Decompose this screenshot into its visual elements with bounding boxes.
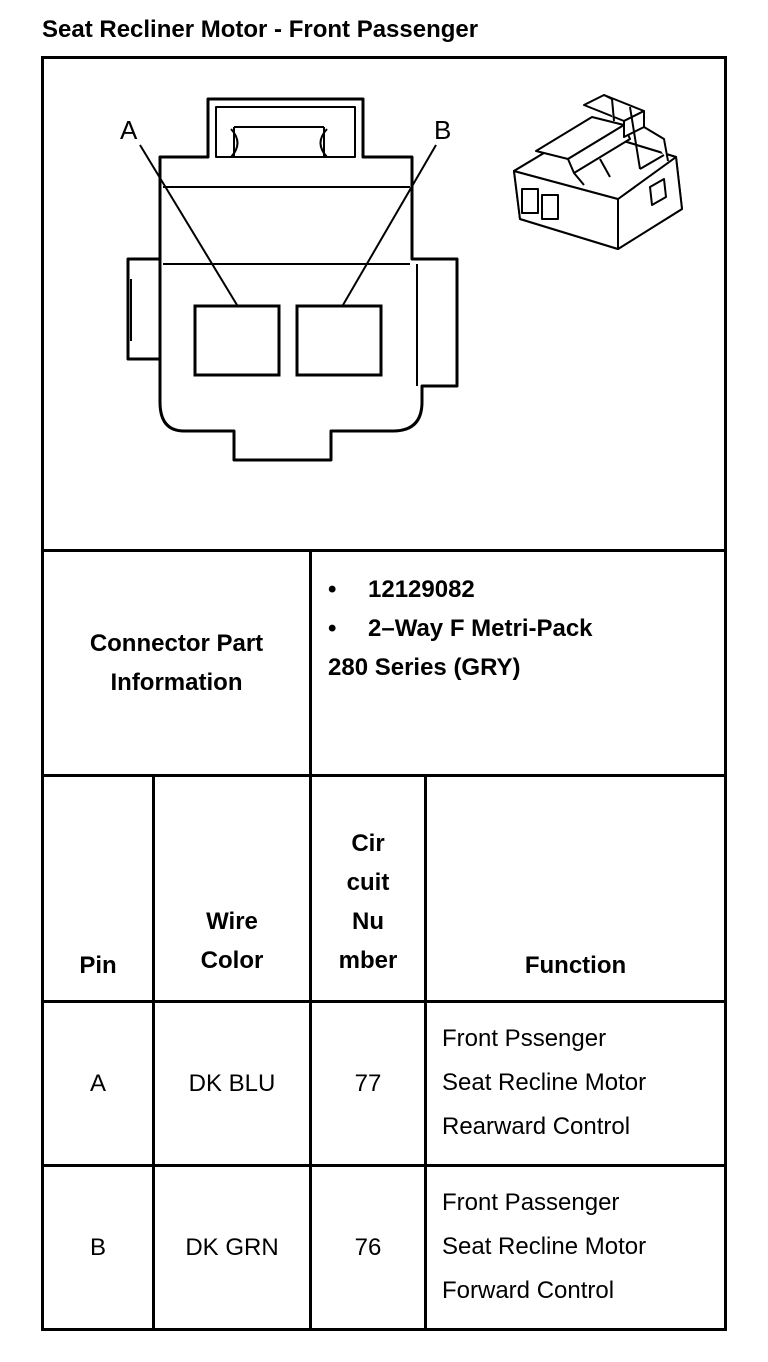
leader-line-a	[139, 144, 238, 306]
connector-info-values: •12129082 •2–Way F Metri-Pack 280 Series…	[328, 570, 593, 687]
pin-label-a: A	[120, 115, 138, 145]
table-row-b-pin: B	[89, 1233, 106, 1261]
bullet-icon: •	[328, 576, 337, 603]
bullet-item: •2–Way F Metri-Pack	[328, 609, 593, 648]
table-row-a-function: Front Pssenger Seat Recline Motor Rearwa…	[442, 1025, 647, 1140]
header-function: Function	[524, 952, 627, 979]
table-row-b-circuit: 76	[354, 1233, 382, 1261]
table-row-a-wire-color: DK BLU	[188, 1069, 276, 1097]
bullet-item: •12129082	[328, 570, 593, 609]
divider-col-wire	[152, 774, 155, 1331]
divider-diagram	[41, 549, 727, 552]
bullet-icon: •	[328, 615, 337, 642]
leader-line-b	[342, 144, 437, 306]
header-wire-color: Wire Color	[200, 908, 264, 974]
connector-diagram: A B	[120, 94, 683, 462]
table-row-b-function: Front Passenger Seat Recline Motor Forwa…	[442, 1189, 647, 1304]
bullet-continuation: 280 Series (GRY)	[328, 654, 521, 681]
divider-header	[41, 1000, 727, 1003]
page-title: Seat Recliner Motor - Front Passenger	[42, 16, 479, 43]
pin-label-b: B	[434, 115, 451, 145]
divider-col-circuit	[309, 549, 312, 1331]
divider-connector-info	[41, 774, 727, 777]
connector-table-frame	[41, 56, 727, 1331]
header-circuit-number: Cir cuit Nu mber	[338, 830, 398, 974]
connector-info-label: Connector Part Information	[89, 630, 264, 696]
pin-cavity-a	[193, 304, 281, 377]
divider-row-a	[41, 1164, 727, 1167]
table-row-a-pin: A	[89, 1069, 106, 1097]
table-row-a-circuit: 77	[354, 1069, 382, 1097]
divider-col-function	[424, 774, 427, 1331]
pin-cavity-b	[295, 304, 383, 377]
header-pin: Pin	[79, 952, 117, 979]
connector-face-outline	[126, 97, 459, 462]
table-row-b-wire-color: DK GRN	[185, 1233, 279, 1261]
connector-thumbnail	[513, 94, 683, 250]
